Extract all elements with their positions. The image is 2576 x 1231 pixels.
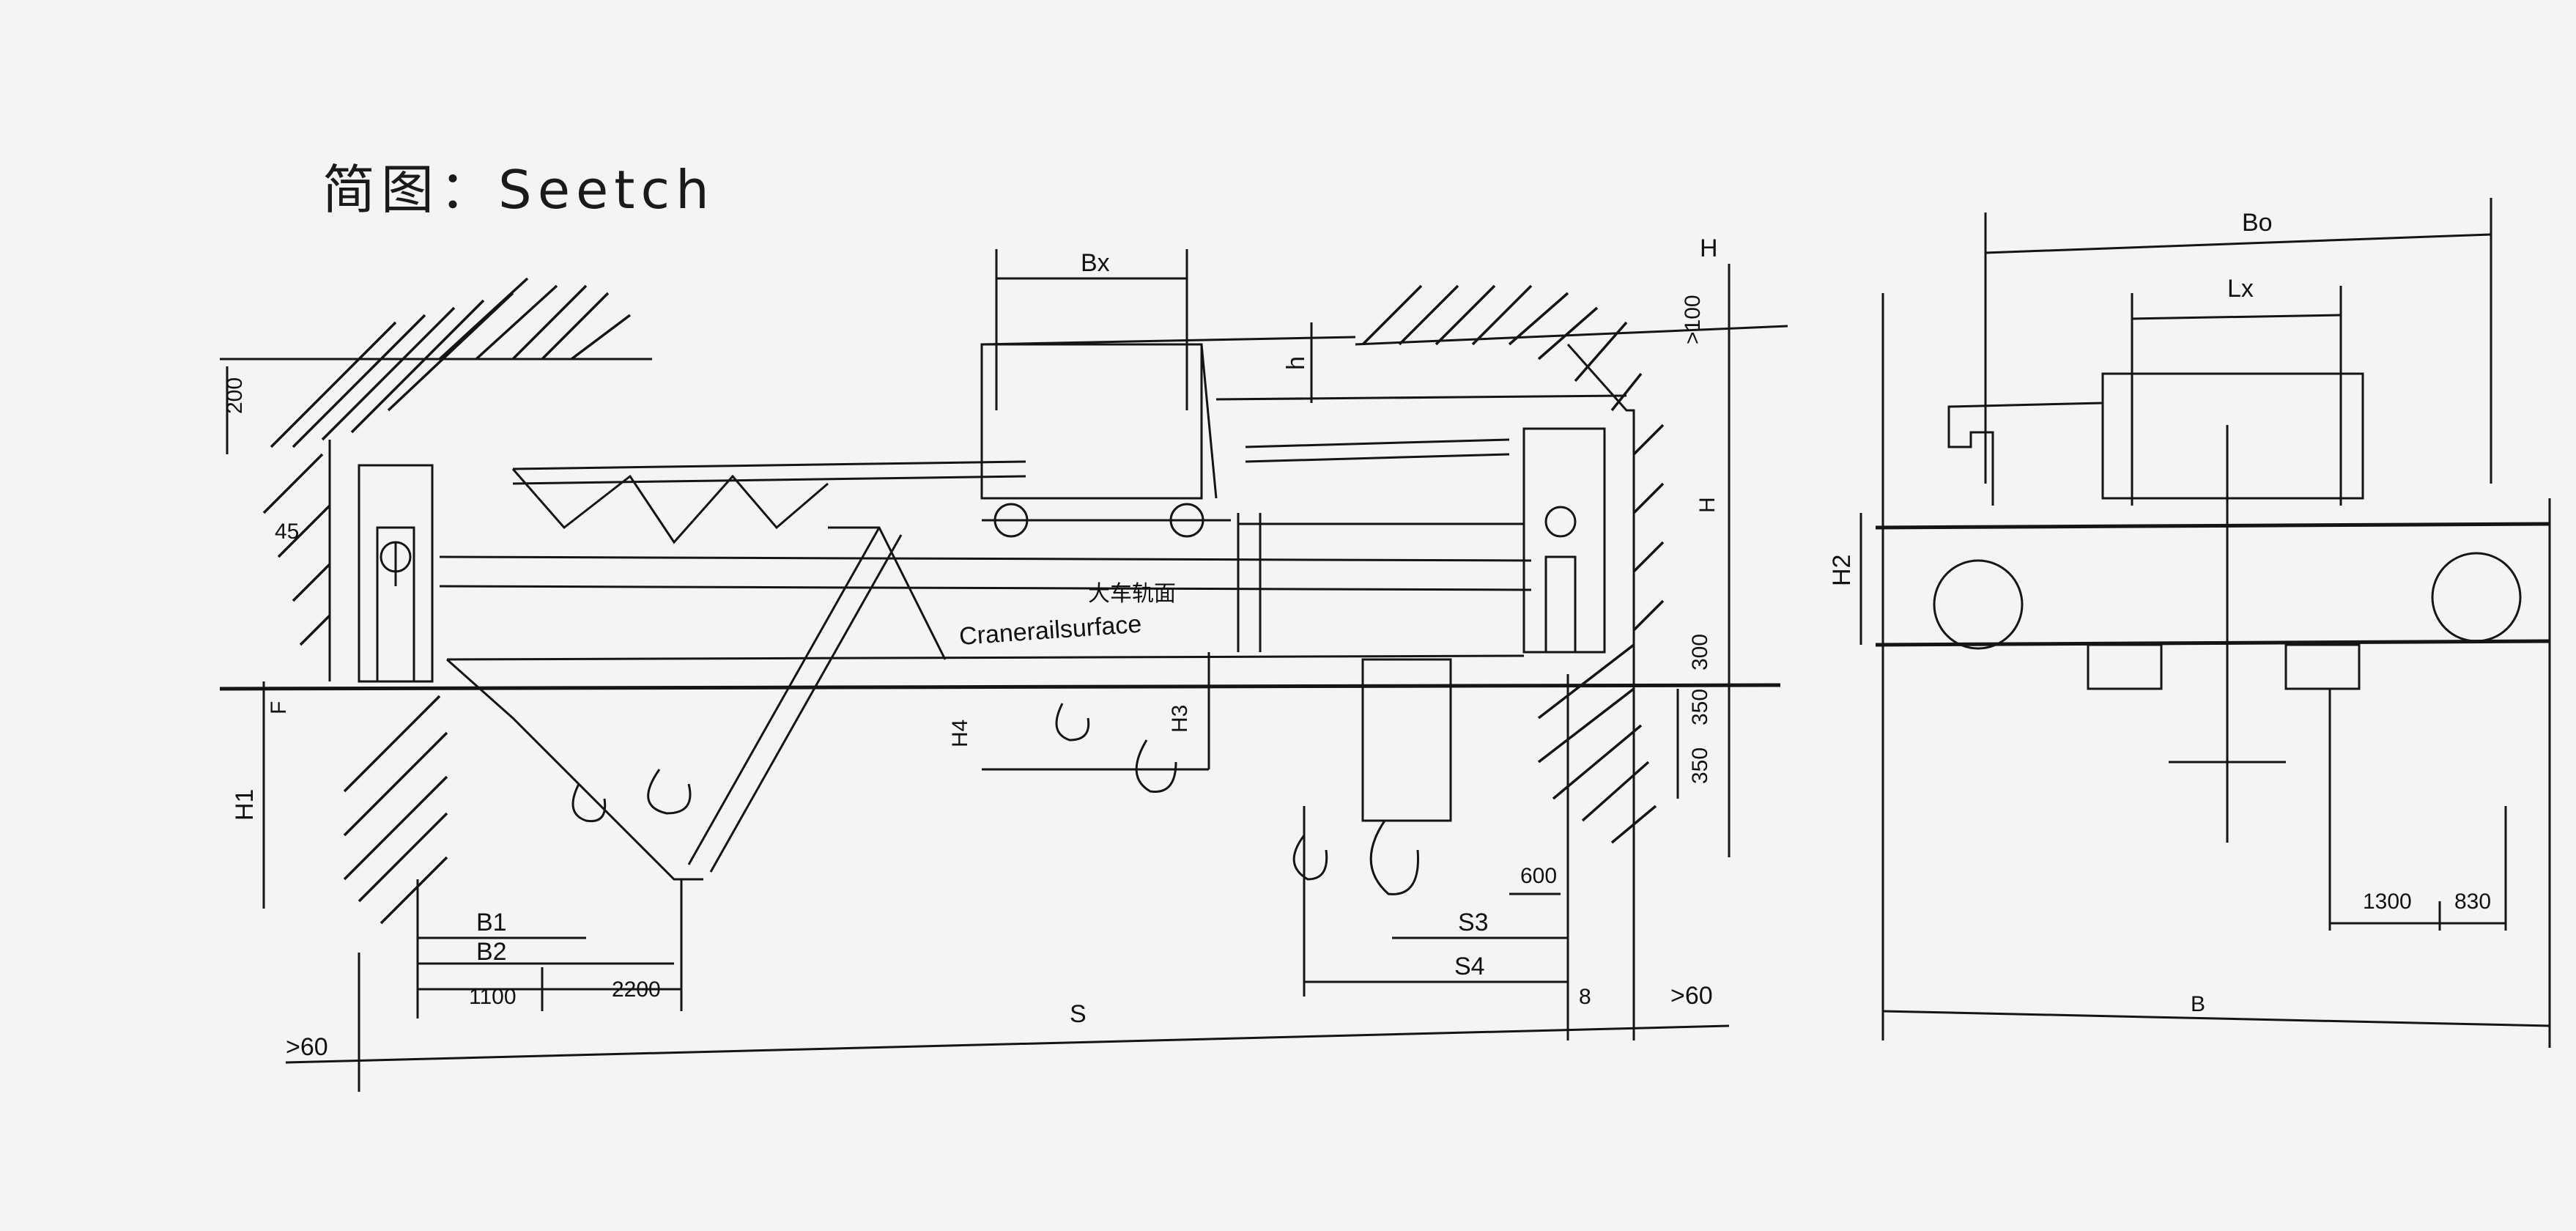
label-front_view-dim_350b: 350 — [1688, 747, 1712, 784]
label-side_view-dim_1300: 1300 — [2363, 890, 2412, 914]
right-building-hatch — [1355, 284, 1788, 879]
label-side_view-H2: H2 — [1828, 555, 1856, 586]
crane-girder — [358, 427, 1606, 683]
label-front_view-H_mid: H — [1695, 497, 1720, 513]
front-dimensions — [226, 249, 1731, 1092]
drawing-title: 简图：Seetch — [322, 159, 715, 221]
label-front_view-Bx: Bx — [1081, 249, 1110, 277]
label-front_view-ge100: >100 — [1681, 295, 1705, 344]
hook-right-1 — [1292, 835, 1328, 881]
label-front_view-rail_cn: 大车轨面 — [1088, 582, 1176, 606]
hook-block — [1361, 658, 1452, 822]
label-front_view-dim_600: 600 — [1520, 864, 1557, 888]
label-front_view-dim_8: 8 — [1579, 985, 1591, 1009]
label-front_view-S4: S4 — [1454, 953, 1485, 980]
label-front_view-H3: H3 — [1168, 705, 1192, 733]
label-front_view-H_top: H — [1700, 234, 1718, 262]
dimension-labels: BxhH>100H20045FH1H4H3大车轨面Cranerailsurfac… — [223, 209, 2491, 1061]
label-front_view-gt60_left: >60 — [286, 1033, 328, 1061]
label-front_view-B1: B1 — [476, 909, 507, 936]
left-building-hatch — [220, 277, 652, 925]
side-view — [1859, 198, 2551, 1048]
trolley — [980, 336, 1627, 538]
rail-line — [219, 683, 1781, 691]
label-front_view-gt60_right: >60 — [1670, 982, 1713, 1010]
hook-left-1 — [571, 783, 607, 823]
label-front_view-H1: H1 — [231, 789, 259, 821]
label-front_view-dim_1100: 1100 — [469, 985, 517, 1009]
label-front_view-angle_45: 45 — [275, 520, 299, 544]
label-front_view-rail_en: Cranerailsurface — [958, 610, 1142, 651]
label-front_view-h: h — [1282, 356, 1310, 370]
label-front_view-B2: B2 — [476, 938, 507, 966]
hook-right-2 — [1369, 820, 1419, 895]
label-front_view-dim_300: 300 — [1688, 634, 1712, 670]
label-front_view-dim_2200: 2200 — [612, 977, 661, 1002]
label-front_view-dim_350a: 350 — [1688, 689, 1712, 725]
label-side_view-B0: Bo — [2242, 209, 2273, 237]
label-side_view-B: B — [2191, 992, 2205, 1016]
hook-mid-1 — [1055, 703, 1090, 742]
label-front_view-F: F — [267, 701, 291, 714]
label-front_view-H4: H4 — [948, 720, 972, 747]
label-front_view-dim_200: 200 — [223, 377, 247, 414]
hook-mid-2 — [1135, 739, 1177, 793]
label-front_view-S3: S3 — [1458, 909, 1489, 936]
label-front_view-S: S — [1070, 1000, 1087, 1028]
hook-left-2 — [647, 769, 692, 815]
label-side_view-dim_830: 830 — [2454, 890, 2491, 914]
hooks — [571, 658, 1452, 895]
diagonal-structure — [446, 527, 903, 881]
label-side_view-Lx: Lx — [2227, 275, 2254, 303]
